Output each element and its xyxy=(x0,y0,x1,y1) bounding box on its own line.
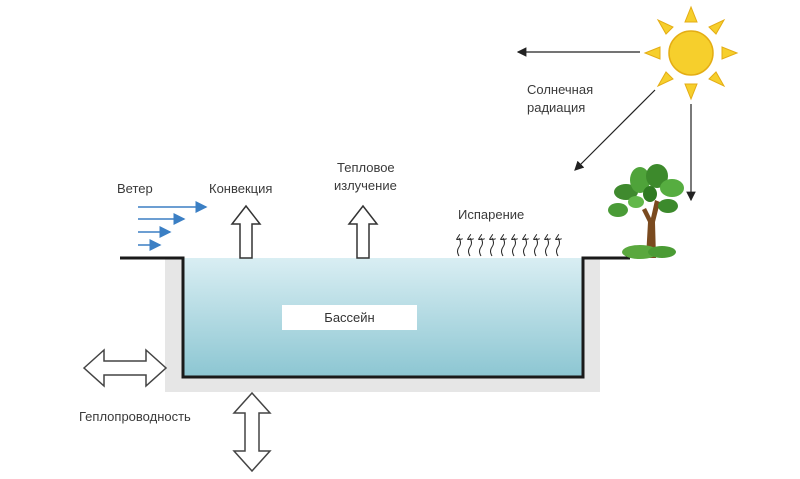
conduction-vertical-arrow xyxy=(232,391,272,473)
conduction-horizontal-arrow xyxy=(82,348,168,388)
pool-outline xyxy=(120,256,630,379)
convection-label: Конвекция xyxy=(209,181,273,196)
evaporation-arrows xyxy=(458,238,560,257)
wind-label: Ветер xyxy=(117,181,153,196)
solar-radiation-label-line1: Солнечная xyxy=(527,82,594,97)
wind-arrows xyxy=(138,201,208,251)
pool-label: Бассейн xyxy=(282,305,417,330)
thermal-radiation-label-line2: излучение xyxy=(334,178,397,193)
evaporation-label: Испарение xyxy=(458,207,525,222)
sun-icon xyxy=(643,5,739,101)
conduction-label: Геплопроводность xyxy=(79,409,191,424)
thermal-radiation-label-line1: Тепловое xyxy=(337,160,395,175)
convection-arrow xyxy=(230,204,262,259)
thermal-radiation-arrow xyxy=(347,204,379,259)
solar-radiation-label-line2: радиация xyxy=(527,100,586,115)
tree-icon xyxy=(608,164,684,259)
solar-radiation-arrows xyxy=(516,47,696,202)
